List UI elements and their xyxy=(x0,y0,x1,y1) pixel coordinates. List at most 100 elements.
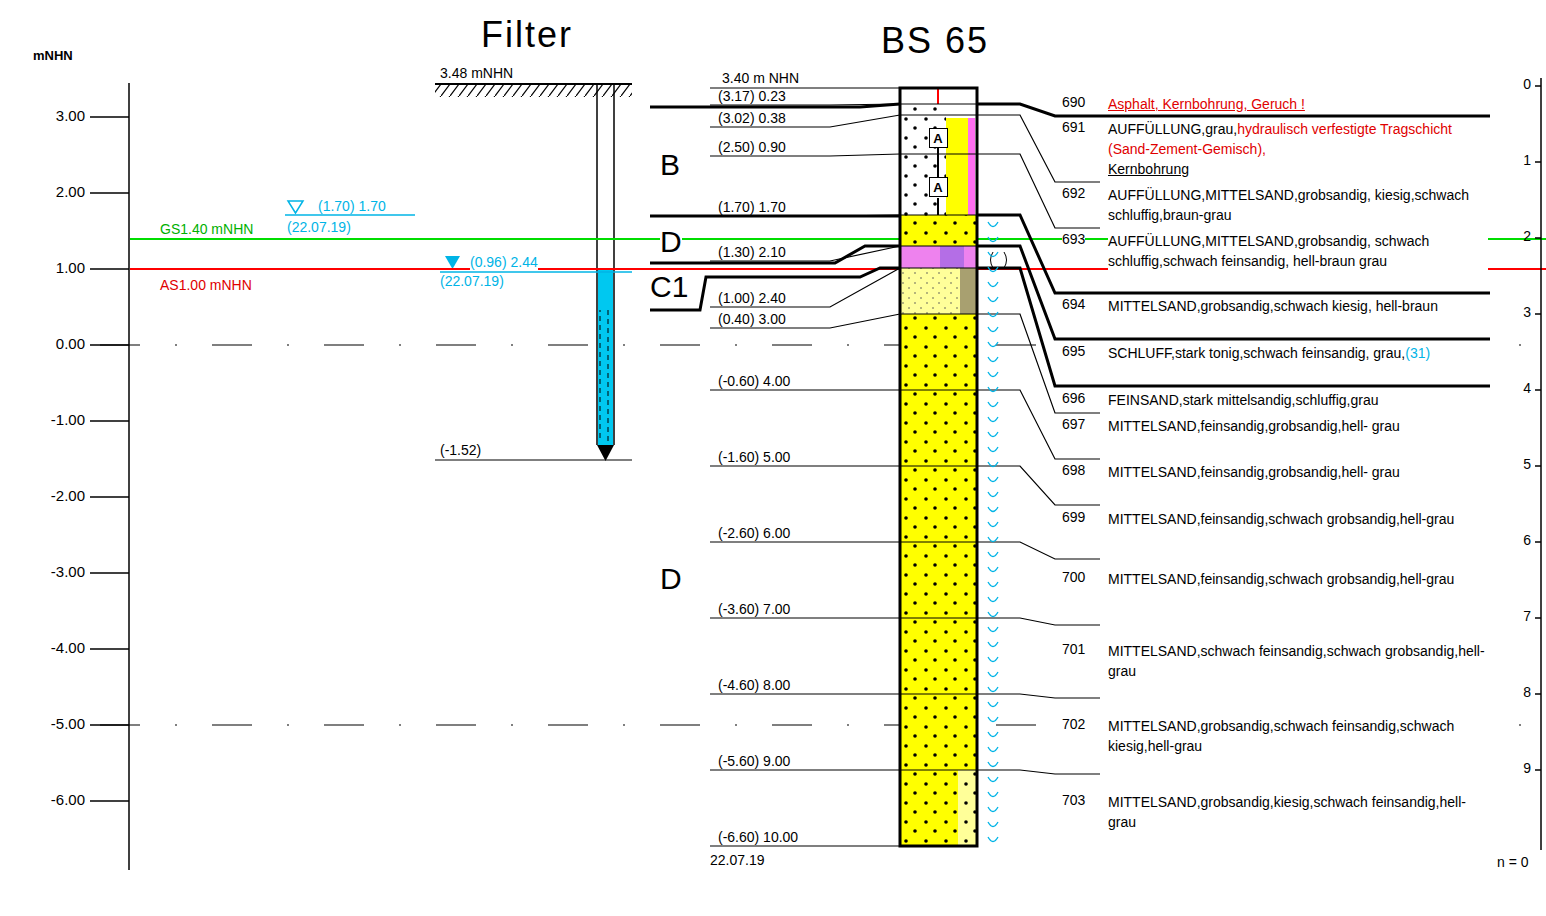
layer-number: 702 xyxy=(1062,716,1085,732)
date-label: (22.07.19) xyxy=(287,219,351,235)
water-level-symbol xyxy=(288,201,303,213)
drawing-part xyxy=(1535,541,1541,543)
elevation-axis xyxy=(90,83,129,870)
layer-description: AUFFÜLLUNG,MITTELSAND,grobsandig, schwac… xyxy=(1108,231,1488,271)
drawing-part xyxy=(900,314,977,315)
drawing-part xyxy=(900,542,977,543)
layer-text: MITTELSAND,feinsandig,grobsandig,hell- g… xyxy=(1108,464,1400,480)
depth-label: (-1.60) 5.00 xyxy=(718,449,790,465)
depth-label: (-5.60) 9.00 xyxy=(718,753,790,769)
groundwater-mark xyxy=(988,252,998,257)
groundwater-mark xyxy=(988,612,998,617)
sample-line xyxy=(937,198,939,215)
groundwater-mark xyxy=(988,507,998,512)
layer-description: MITTELSAND,grobsandig,kiesig,schwach fei… xyxy=(1108,792,1488,832)
axis-tick-label: 1.00 xyxy=(56,259,85,276)
sand-layer xyxy=(900,314,977,846)
drawing-part xyxy=(650,104,900,107)
zone-letter: C1 xyxy=(650,270,688,305)
silt-layer xyxy=(900,246,977,268)
sand-layer xyxy=(900,215,977,246)
sample-marker: A xyxy=(929,128,948,148)
drawing-part xyxy=(977,268,1490,386)
groundwater-mark xyxy=(988,417,998,422)
depth-label: (2.50) 0.90 xyxy=(718,139,786,155)
date-label: (22.07.19) xyxy=(440,273,504,289)
drawing-part xyxy=(710,389,900,390)
groundwater-mark xyxy=(988,552,998,557)
groundwater-mark xyxy=(988,327,998,332)
layer-number: 691 xyxy=(1062,119,1085,135)
layer-text: MITTELSAND,feinsandig,grobsandig,hell- g… xyxy=(1108,418,1400,434)
groundwater-mark xyxy=(988,312,998,317)
groundwater-mark xyxy=(988,642,998,647)
drawing-part xyxy=(1535,769,1541,771)
groundwater-mark xyxy=(988,222,998,227)
fill-layer xyxy=(900,104,977,215)
drawing-part xyxy=(710,541,900,542)
groundwater-mark xyxy=(988,462,998,467)
groundwater-mark xyxy=(988,237,998,242)
depth-label: (-3.60) 7.00 xyxy=(718,601,790,617)
drawing-part xyxy=(90,116,129,118)
drawing-part xyxy=(1535,237,1541,239)
unit-label: mNHN xyxy=(33,49,73,64)
layer-number: 698 xyxy=(1062,462,1085,478)
drawing-part xyxy=(1535,465,1541,467)
ground-hatch xyxy=(435,85,632,97)
water-level-symbol xyxy=(445,256,460,269)
finesand-layer xyxy=(960,268,977,314)
layer-text: MITTELSAND,grobsandig,kiesig,schwach fei… xyxy=(1108,794,1466,830)
drawing-part xyxy=(900,104,977,105)
layer-description: AUFFÜLLUNG,MITTELSAND,grobsandig, kiesig… xyxy=(1108,185,1488,225)
finesand-layer xyxy=(900,268,977,314)
layer-text: SCHLUFF,stark tonig,schwach feinsandig, … xyxy=(1108,345,1405,361)
date-label: 22.07.19 xyxy=(710,852,765,868)
depth-axis xyxy=(1535,78,1541,850)
depth-label: (3.02) 0.38 xyxy=(718,110,786,126)
drawing-part xyxy=(710,268,900,307)
drawing-part xyxy=(900,618,977,619)
silt-symbol xyxy=(991,252,1007,268)
drawing-part xyxy=(1535,85,1541,87)
groundwater-mark xyxy=(988,567,998,572)
depth-tick-label: 7 xyxy=(1523,608,1531,624)
asphalt-layer xyxy=(900,88,977,104)
water-level-label: (0.96) 2.44 xyxy=(470,254,538,270)
layer-number: 700 xyxy=(1062,569,1085,585)
layer-description: Asphalt, Kernbohrung, Geruch ! xyxy=(1108,94,1488,114)
elevation-label: (-1.52) xyxy=(440,442,481,458)
groundwater-mark xyxy=(988,702,998,707)
drawing-part xyxy=(977,115,1100,182)
depth-label: (-4.60) 8.00 xyxy=(718,677,790,693)
pipe-base-line xyxy=(435,459,632,460)
filter-screen xyxy=(599,310,612,442)
axis-tick-label: -3.00 xyxy=(51,563,85,580)
depth-tick-label: 6 xyxy=(1523,532,1531,548)
groundwater-mark xyxy=(988,627,998,632)
groundwater-mark xyxy=(988,432,998,437)
drawing-part xyxy=(1535,161,1541,163)
layer-description: MITTELSAND,grobsandig,schwach feinsandig… xyxy=(1108,716,1488,756)
groundwater-mark xyxy=(988,522,998,527)
layer-description: MITTELSAND,feinsandig,schwach grobsandig… xyxy=(1108,569,1488,589)
drawing-part xyxy=(710,845,900,846)
groundwater-mark xyxy=(988,762,998,767)
drawing-part xyxy=(977,154,1100,228)
groundwater-mark xyxy=(988,717,998,722)
drawing-part xyxy=(710,617,900,618)
zone-letter: D xyxy=(660,225,682,260)
layer-text: Asphalt, Kernbohrung, Geruch ! xyxy=(1108,96,1305,112)
drawing-part xyxy=(977,694,1100,698)
layer-number: 697 xyxy=(1062,416,1085,432)
layer-text: FEINSAND,stark mittelsandig,schluffig,gr… xyxy=(1108,392,1379,408)
sand-layer xyxy=(900,314,977,846)
layer-description: MITTELSAND,grobsandig,schwach kiesig, he… xyxy=(1108,296,1488,316)
layer-text: MITTELSAND,feinsandig,schwach grobsandig… xyxy=(1108,511,1454,527)
depth-label: (3.17) 0.23 xyxy=(718,88,786,104)
axis-tick-label: 2.00 xyxy=(56,183,85,200)
depth-tick-label: 4 xyxy=(1523,380,1531,396)
groundwater-marks xyxy=(988,222,998,842)
borehole-title: BS 65 xyxy=(881,20,989,61)
